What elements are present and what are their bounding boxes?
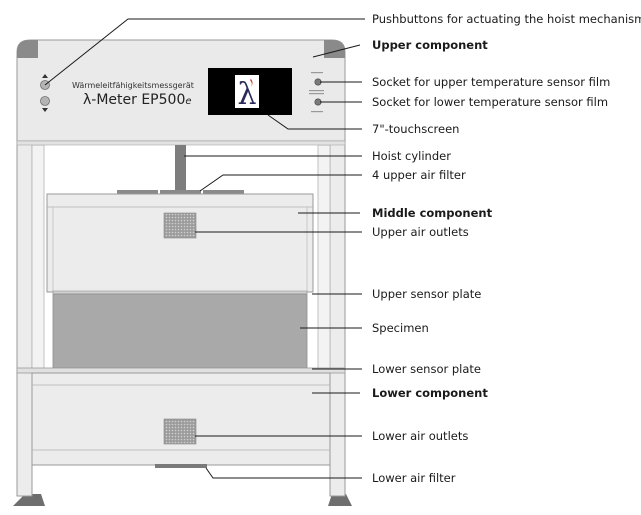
right-inner-post bbox=[317, 144, 331, 376]
label-upper-component: Upper component bbox=[372, 38, 488, 52]
brand-title-suffix: e bbox=[185, 96, 191, 107]
brand-subtitle: Wärmeleitfähigkeitsmessgerät bbox=[72, 81, 194, 90]
middle-component bbox=[46, 193, 314, 293]
specimen bbox=[52, 293, 308, 369]
upper-air-outlet bbox=[163, 212, 197, 239]
label-upper-air-outlets: Upper air outlets bbox=[372, 225, 469, 239]
pushbutton-down[interactable] bbox=[40, 96, 50, 106]
upper-sensor-plate bbox=[52, 290, 308, 295]
upper-component-housing bbox=[16, 39, 346, 142]
label-lower-air-outlets: Lower air outlets bbox=[372, 429, 468, 443]
hoist-cylinder bbox=[175, 145, 186, 192]
leader-upper-air-filter bbox=[199, 174, 362, 192]
screen-logo-flame-icon bbox=[250, 79, 253, 87]
leader-lower-air-filter bbox=[205, 467, 362, 479]
label-socket-lower: Socket for lower temperature sensor film bbox=[372, 95, 608, 109]
label-socket-upper: Socket for upper temperature sensor film bbox=[372, 75, 610, 89]
upper-right-corner-cap bbox=[324, 40, 345, 58]
label-touchscreen: 7"-touchscreen bbox=[372, 122, 459, 136]
right-foot bbox=[328, 494, 352, 506]
leader-upper-component bbox=[312, 44, 361, 58]
label-lower-sensor-plate: Lower sensor plate bbox=[372, 362, 481, 376]
arrow-up-icon bbox=[42, 74, 48, 78]
device: Wärmeleitfähigkeitsmessgerät λ-Meter EP5… bbox=[13, 39, 352, 506]
label-hoist-cylinder: Hoist cylinder bbox=[372, 149, 451, 163]
upper-air-filter-1 bbox=[117, 190, 158, 195]
screen-logo: λ bbox=[237, 77, 256, 112]
left-inner-post bbox=[31, 144, 45, 376]
left-foot bbox=[13, 494, 45, 506]
label-upper-sensor-plate: Upper sensor plate bbox=[372, 287, 481, 301]
label-specimen: Specimen bbox=[372, 321, 429, 335]
arrow-down-icon bbox=[42, 108, 48, 112]
label-pushbuttons: Pushbuttons for actuating the hoist mech… bbox=[372, 12, 641, 26]
label-lower-component: Lower component bbox=[372, 386, 488, 400]
callouts: Pushbuttons for actuating the hoist mech… bbox=[44, 12, 641, 485]
leader-touchscreen bbox=[267, 114, 362, 130]
leader-pushbuttons bbox=[44, 18, 365, 86]
brand-title: λ-Meter EP500e bbox=[83, 92, 192, 108]
label-lower-air-filter: Lower air filter bbox=[372, 471, 456, 485]
upper-air-filter-2 bbox=[160, 190, 201, 195]
right-post bbox=[329, 139, 346, 497]
label-upper-air-filter: 4 upper air filter bbox=[372, 168, 466, 182]
brand-title-main: λ-Meter EP500 bbox=[83, 92, 185, 108]
lower-sensor-plate bbox=[16, 367, 346, 374]
lower-air-filter bbox=[155, 464, 207, 468]
upper-left-corner-cap bbox=[17, 40, 38, 58]
lower-air-outlet bbox=[163, 418, 197, 445]
screen-logo-box bbox=[235, 75, 259, 108]
left-post bbox=[16, 139, 33, 497]
label-middle-component: Middle component bbox=[372, 206, 493, 220]
upper-air-filter-3 bbox=[203, 190, 244, 195]
